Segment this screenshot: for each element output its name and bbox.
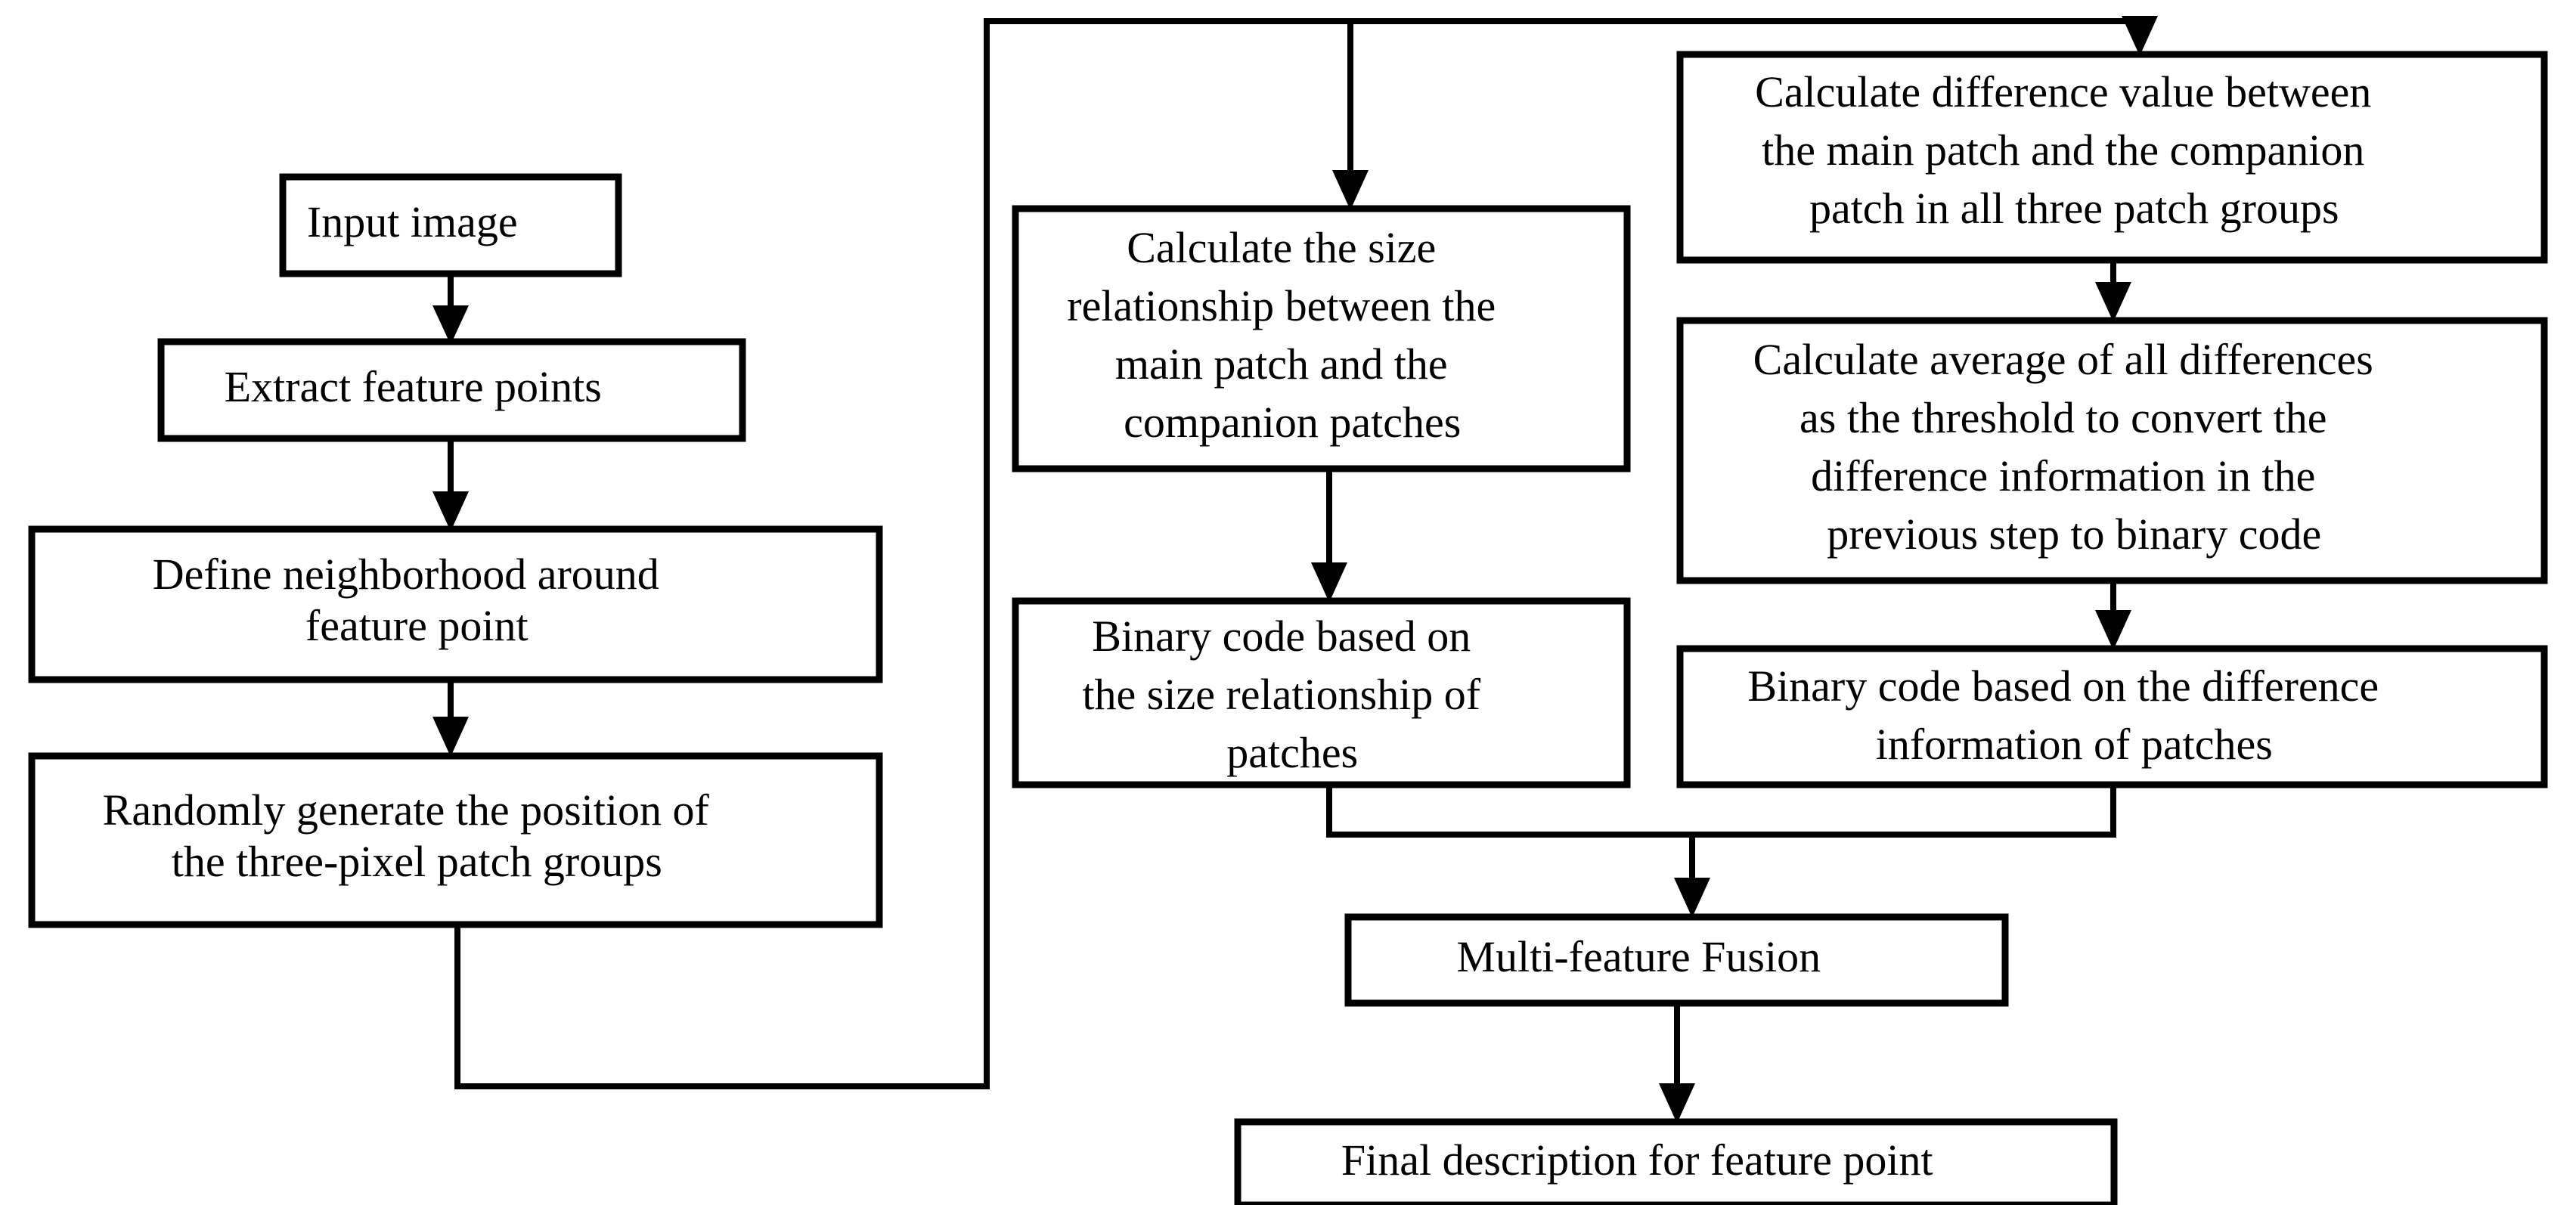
edge-size-to-binary-size (1311, 469, 1347, 602)
node-label-calculate-average-threshold: Calculate average of all differences as … (1753, 335, 2472, 559)
edge-input-to-extract (432, 274, 469, 345)
node-random-patch-groups[interactable]: Randomly generate the position of the th… (28, 752, 883, 928)
arrow-head-icon (432, 305, 469, 345)
node-define-neighborhood[interactable]: Define neighborhood around feature point (28, 525, 883, 683)
arrow-head-icon (1311, 562, 1347, 602)
edge-average-to-binary-diff (2095, 581, 2131, 650)
node-calculate-size-relationship[interactable]: Calculate the size relationship between … (1012, 205, 1631, 472)
arrow-head-icon (432, 491, 469, 531)
edge-random-to-top-rail (454, 21, 990, 1089)
node-box-binary-code-size[interactable] (1012, 597, 1631, 788)
node-final-description[interactable]: Final description for feature point (1234, 1118, 2118, 1205)
node-label-calculate-size-relationship: Calculate the size relationship between … (1067, 223, 1594, 447)
node-input-image[interactable]: Input image (279, 173, 622, 277)
edge-extract-to-define (432, 438, 469, 531)
node-extract-feature-points[interactable]: Extract feature points (157, 338, 746, 442)
node-label-multi-feature-fusion: Multi-feature Fusion (1456, 932, 1897, 981)
node-label-extract-feature-points: Extract feature points (225, 362, 679, 411)
arrow-head-icon (1674, 878, 1710, 918)
arrow-head-icon (432, 717, 469, 757)
edge-fusion-to-final (1659, 1003, 1695, 1123)
node-label-final-description: Final description for feature point (1341, 1135, 2010, 1185)
arrow-head-icon (1659, 1083, 1695, 1123)
edge-define-to-random (432, 680, 469, 757)
connector-layer (432, 16, 2158, 1123)
arrow-head-icon (2095, 282, 2131, 322)
node-label-calculate-difference-value: Calculate difference value between the m… (1755, 67, 2470, 233)
node-label-random-patch-groups: Randomly generate the position of the th… (103, 785, 808, 886)
node-box-calculate-average-threshold[interactable] (1676, 317, 2548, 584)
node-box-calculate-difference-value[interactable] (1676, 51, 2548, 264)
edge-merge-to-fusion (1326, 785, 2116, 918)
node-label-binary-code-size: Binary code based on the size relationsh… (1082, 612, 1579, 777)
node-binary-code-size[interactable]: Binary code based on the size relationsh… (1012, 597, 1631, 788)
node-box-calculate-size-relationship[interactable] (1012, 205, 1631, 472)
node-box-binary-code-difference[interactable] (1676, 645, 2548, 788)
node-calculate-difference-value[interactable]: Calculate difference value between the m… (1676, 51, 2548, 264)
node-label-input-image: Input image (307, 197, 594, 246)
arrow-head-icon (2095, 610, 2131, 650)
node-box-extract-feature-points[interactable] (157, 338, 746, 442)
node-box-final-description[interactable] (1234, 1118, 2118, 1205)
edge-top-rail-branches (984, 16, 2158, 210)
node-binary-code-difference[interactable]: Binary code based on the difference info… (1676, 645, 2548, 788)
arrow-head-icon (1332, 170, 1369, 210)
node-box-random-patch-groups[interactable] (28, 752, 883, 928)
node-box-define-neighborhood[interactable] (28, 525, 883, 683)
node-label-define-neighborhood: Define neighborhood around feature point (153, 550, 758, 650)
node-label-binary-code-difference: Binary code based on the difference info… (1747, 661, 2477, 769)
edge-difference-to-average (2095, 260, 2131, 322)
node-box-multi-feature-fusion[interactable] (1344, 913, 2009, 1007)
arrow-head-icon (2122, 16, 2158, 56)
node-box-input-image[interactable] (279, 173, 622, 277)
node-multi-feature-fusion[interactable]: Multi-feature Fusion (1344, 913, 2009, 1007)
node-calculate-average-threshold[interactable]: Calculate average of all differences as … (1676, 317, 2548, 584)
